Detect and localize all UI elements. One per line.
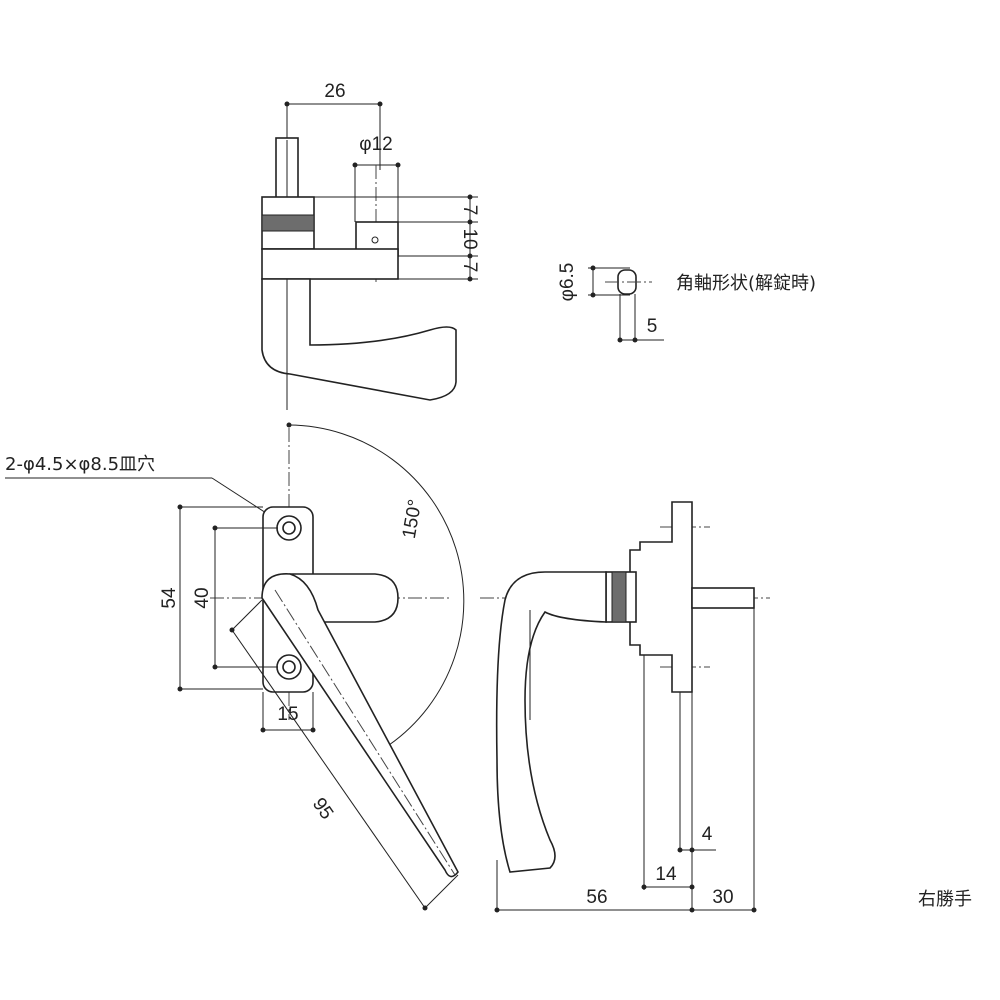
side-mount-plate xyxy=(629,501,693,693)
dim-side-width: 56 xyxy=(586,887,607,908)
dim-stack-1: 7 xyxy=(459,205,480,216)
dim-lever-length: 95 xyxy=(308,794,337,823)
dim-square-w: 5 xyxy=(647,316,658,337)
top-lever xyxy=(261,278,457,401)
dim-angle: 150° xyxy=(399,498,427,540)
dim-square-dia: φ6.5 xyxy=(557,263,578,302)
side-shaft xyxy=(691,587,755,609)
dim-side-shaft: 30 xyxy=(712,887,733,908)
label-hole-spec: 2-φ4.5×φ8.5皿穴 xyxy=(5,454,155,475)
label-square-shaft-shape: 角軸形状(解錠時) xyxy=(676,273,816,294)
side-view: 4 14 56 30 xyxy=(480,501,770,913)
dim-top-shaft: φ12 xyxy=(359,134,392,155)
side-lever xyxy=(495,571,607,873)
front-view: 150° 2-φ4.5×φ8.5皿穴 54 40 15 xyxy=(5,422,465,911)
dim-side-b: 4 xyxy=(702,824,713,845)
dim-stack-2: 10 xyxy=(459,228,480,249)
dim-side-a: 14 xyxy=(655,864,677,885)
dim-front-inner: 40 xyxy=(192,587,213,608)
square-shaft-detail: φ6.5 5 角軸形状(解錠時) xyxy=(557,263,816,343)
top-view: 26 φ12 7 10 7 xyxy=(261,81,480,410)
dim-front-width: 15 xyxy=(277,704,298,725)
dim-top-width: 26 xyxy=(324,81,345,102)
label-hand: 右勝手 xyxy=(918,889,972,910)
dim-front-outer: 54 xyxy=(159,587,180,609)
dim-stack-3: 7 xyxy=(459,262,480,273)
